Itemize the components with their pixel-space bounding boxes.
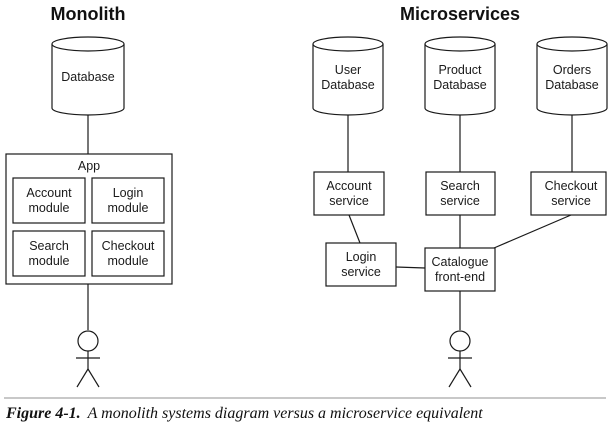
product-database-line2: Database [433,78,487,92]
account-service-line1: Account [326,179,372,193]
monolith-user-figure [76,330,100,388]
catalogue-frontend-box: Catalogue front-end [424,247,496,292]
login-service-box: Login service [325,242,397,287]
search-service-line1: Search [440,179,480,193]
microservices-user-figure [448,330,472,388]
checkout-to-catalogue-connector [493,214,572,249]
login-to-catalogue-connector [395,266,426,269]
account-service-line2: service [329,194,369,208]
figure-caption: Figure 4-1. A monolith systems diagram ve… [5,405,483,422]
user-database-line1: User [335,63,361,77]
catalogue-frontend-line2: front-end [435,270,485,284]
account-to-login-connector [348,214,361,244]
monolith-heading: Monolith [51,4,126,24]
login-service-line1: Login [346,250,377,264]
account-module-line2: module [29,201,70,215]
monolith-database-cylinder: Database [51,36,125,116]
account-module-box: Account module [12,177,86,224]
user-database-cylinder: User Database [312,36,384,116]
orders-database-cylinder: Orders Database [536,36,608,116]
caption-text: A monolith systems diagram versus a micr… [87,405,484,422]
search-service-box: Search service [425,171,496,216]
search-module-line1: Search [29,239,69,253]
orders-database-line2: Database [545,78,599,92]
monolith-database-label: Database [61,70,115,84]
app-label: App [78,159,100,173]
account-service-box: Account service [313,171,385,216]
checkout-module-box: Checkout module [91,230,165,277]
account-module-line1: Account [26,186,72,200]
checkout-module-line2: module [108,254,149,268]
search-service-line2: service [440,194,480,208]
search-module-box: Search module [12,230,86,277]
catalogue-frontend-line1: Catalogue [432,255,489,269]
product-database-cylinder: Product Database [424,36,496,116]
orders-database-line1: Orders [553,63,591,77]
checkout-service-line2: service [551,194,591,208]
product-database-line1: Product [438,63,482,77]
user-database-line2: Database [321,78,375,92]
microservices-heading: Microservices [400,4,520,24]
login-module-line2: module [108,201,149,215]
checkout-service-box: Checkout service [530,171,607,216]
login-module-box: Login module [91,177,165,224]
caption-figure-label: Figure 4-1. [5,405,81,422]
login-service-line2: service [341,265,381,279]
checkout-module-line1: Checkout [102,239,155,253]
checkout-service-line1: Checkout [545,179,598,193]
login-module-line1: Login [113,186,144,200]
search-module-line2: module [29,254,70,268]
monolith-app-box: App Account module Login module Search m… [5,153,173,285]
